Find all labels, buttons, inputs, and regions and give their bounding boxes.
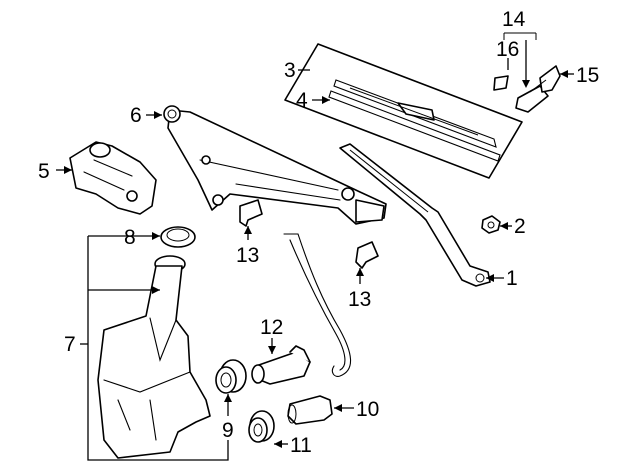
callout-7: 7 bbox=[64, 333, 76, 356]
seal-11 bbox=[248, 410, 275, 443]
callout-5: 5 bbox=[38, 160, 50, 183]
motor-housing bbox=[69, 141, 157, 215]
wiper-clip-parts bbox=[493, 32, 561, 113]
wiper-blade-rubber bbox=[328, 90, 501, 162]
callout-9: 9 bbox=[222, 419, 234, 442]
linkage-pivot-right bbox=[341, 187, 355, 201]
wiper-linkage bbox=[163, 105, 387, 225]
washer-hose bbox=[283, 233, 352, 377]
wiper-clip-15 bbox=[539, 65, 561, 93]
callout-6: 6 bbox=[130, 104, 142, 127]
callout-3: 3 bbox=[284, 59, 296, 82]
grommet-9 bbox=[215, 359, 247, 394]
callout-14: 14 bbox=[502, 8, 526, 31]
reservoir-body bbox=[97, 265, 211, 459]
nut bbox=[481, 215, 501, 234]
callout-15: 15 bbox=[576, 64, 599, 87]
wiper-motor bbox=[69, 141, 157, 215]
wiper-clip-14 bbox=[515, 85, 549, 113]
callout-16: 16 bbox=[496, 38, 519, 61]
wiper-clip-16 bbox=[493, 75, 509, 91]
nozzle-13b bbox=[355, 241, 379, 269]
callout-10: 10 bbox=[356, 398, 379, 421]
washer-reservoir bbox=[97, 255, 211, 459]
linkage-pivot-left bbox=[163, 105, 181, 123]
reservoir-cap bbox=[160, 226, 196, 248]
washer-pump bbox=[251, 345, 311, 385]
nozzle-13a bbox=[239, 199, 263, 227]
callout-1: 1 bbox=[506, 267, 518, 290]
callout-8: 8 bbox=[124, 226, 136, 249]
callout-12: 12 bbox=[260, 316, 283, 339]
callout-2: 2 bbox=[514, 215, 526, 238]
level-sensor bbox=[287, 395, 333, 425]
callout-13b: 13 bbox=[348, 288, 371, 311]
sensor-body bbox=[287, 395, 333, 425]
callout-11: 11 bbox=[290, 434, 312, 457]
wiper-blade-upper bbox=[333, 79, 497, 148]
linkage-frame bbox=[167, 109, 387, 225]
callout-13a: 13 bbox=[236, 244, 259, 267]
wiper-blade-assembly bbox=[284, 43, 523, 179]
callout-4: 4 bbox=[296, 89, 308, 112]
washer-nozzles bbox=[239, 199, 379, 269]
